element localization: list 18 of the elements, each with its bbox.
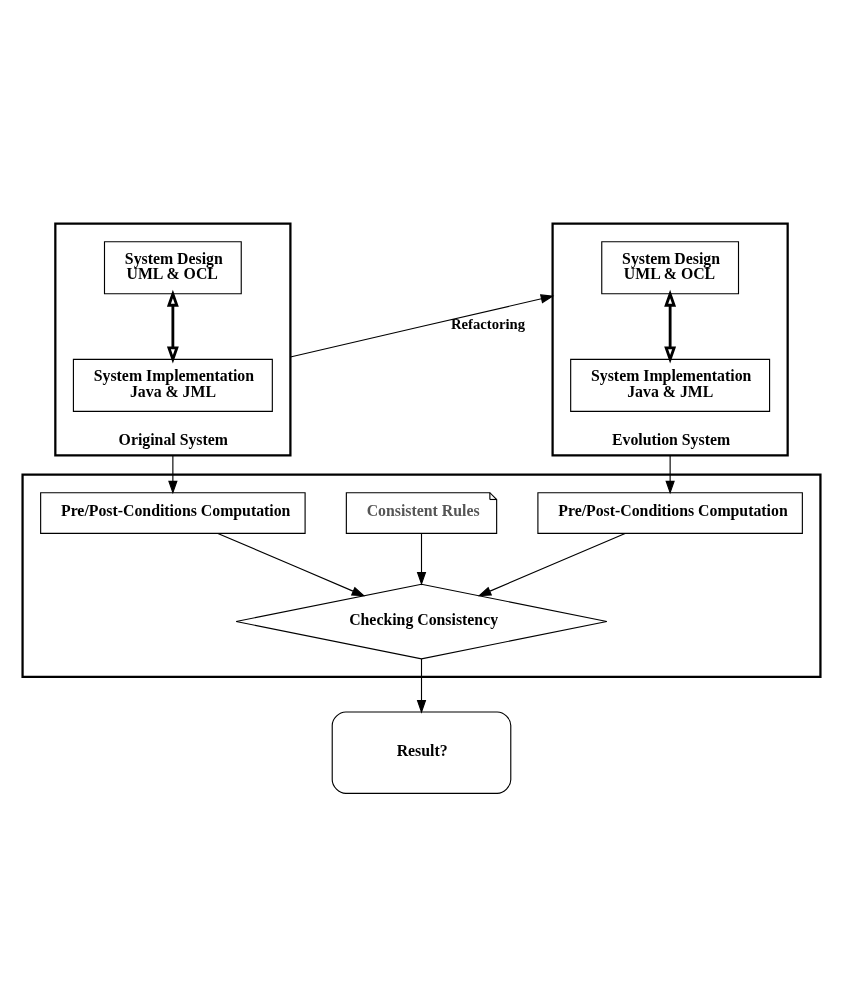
arrow — [216, 532, 365, 597]
arrow — [289, 294, 554, 358]
node-box: Result? — [331, 711, 511, 794]
node-box: System Design UML & OCL — [600, 241, 739, 295]
node-box: Pre/Post-Conditions Computation — [39, 492, 306, 534]
node-box: System Design UML & OCL — [103, 241, 242, 295]
node-box: System Implementation Java & JML — [72, 358, 273, 412]
arrow — [416, 533, 426, 586]
arrow — [663, 289, 676, 364]
edge-label: Refactoring — [450, 316, 525, 333]
arrow — [416, 658, 426, 714]
node-box: System Implementation Java & JML — [569, 358, 770, 412]
cluster — [20, 473, 822, 679]
arrow — [166, 289, 179, 364]
arrow — [167, 454, 178, 495]
arrow — [664, 454, 675, 495]
node-box: Pre/Post-Conditions Computation — [536, 492, 803, 534]
arrow — [477, 532, 626, 597]
